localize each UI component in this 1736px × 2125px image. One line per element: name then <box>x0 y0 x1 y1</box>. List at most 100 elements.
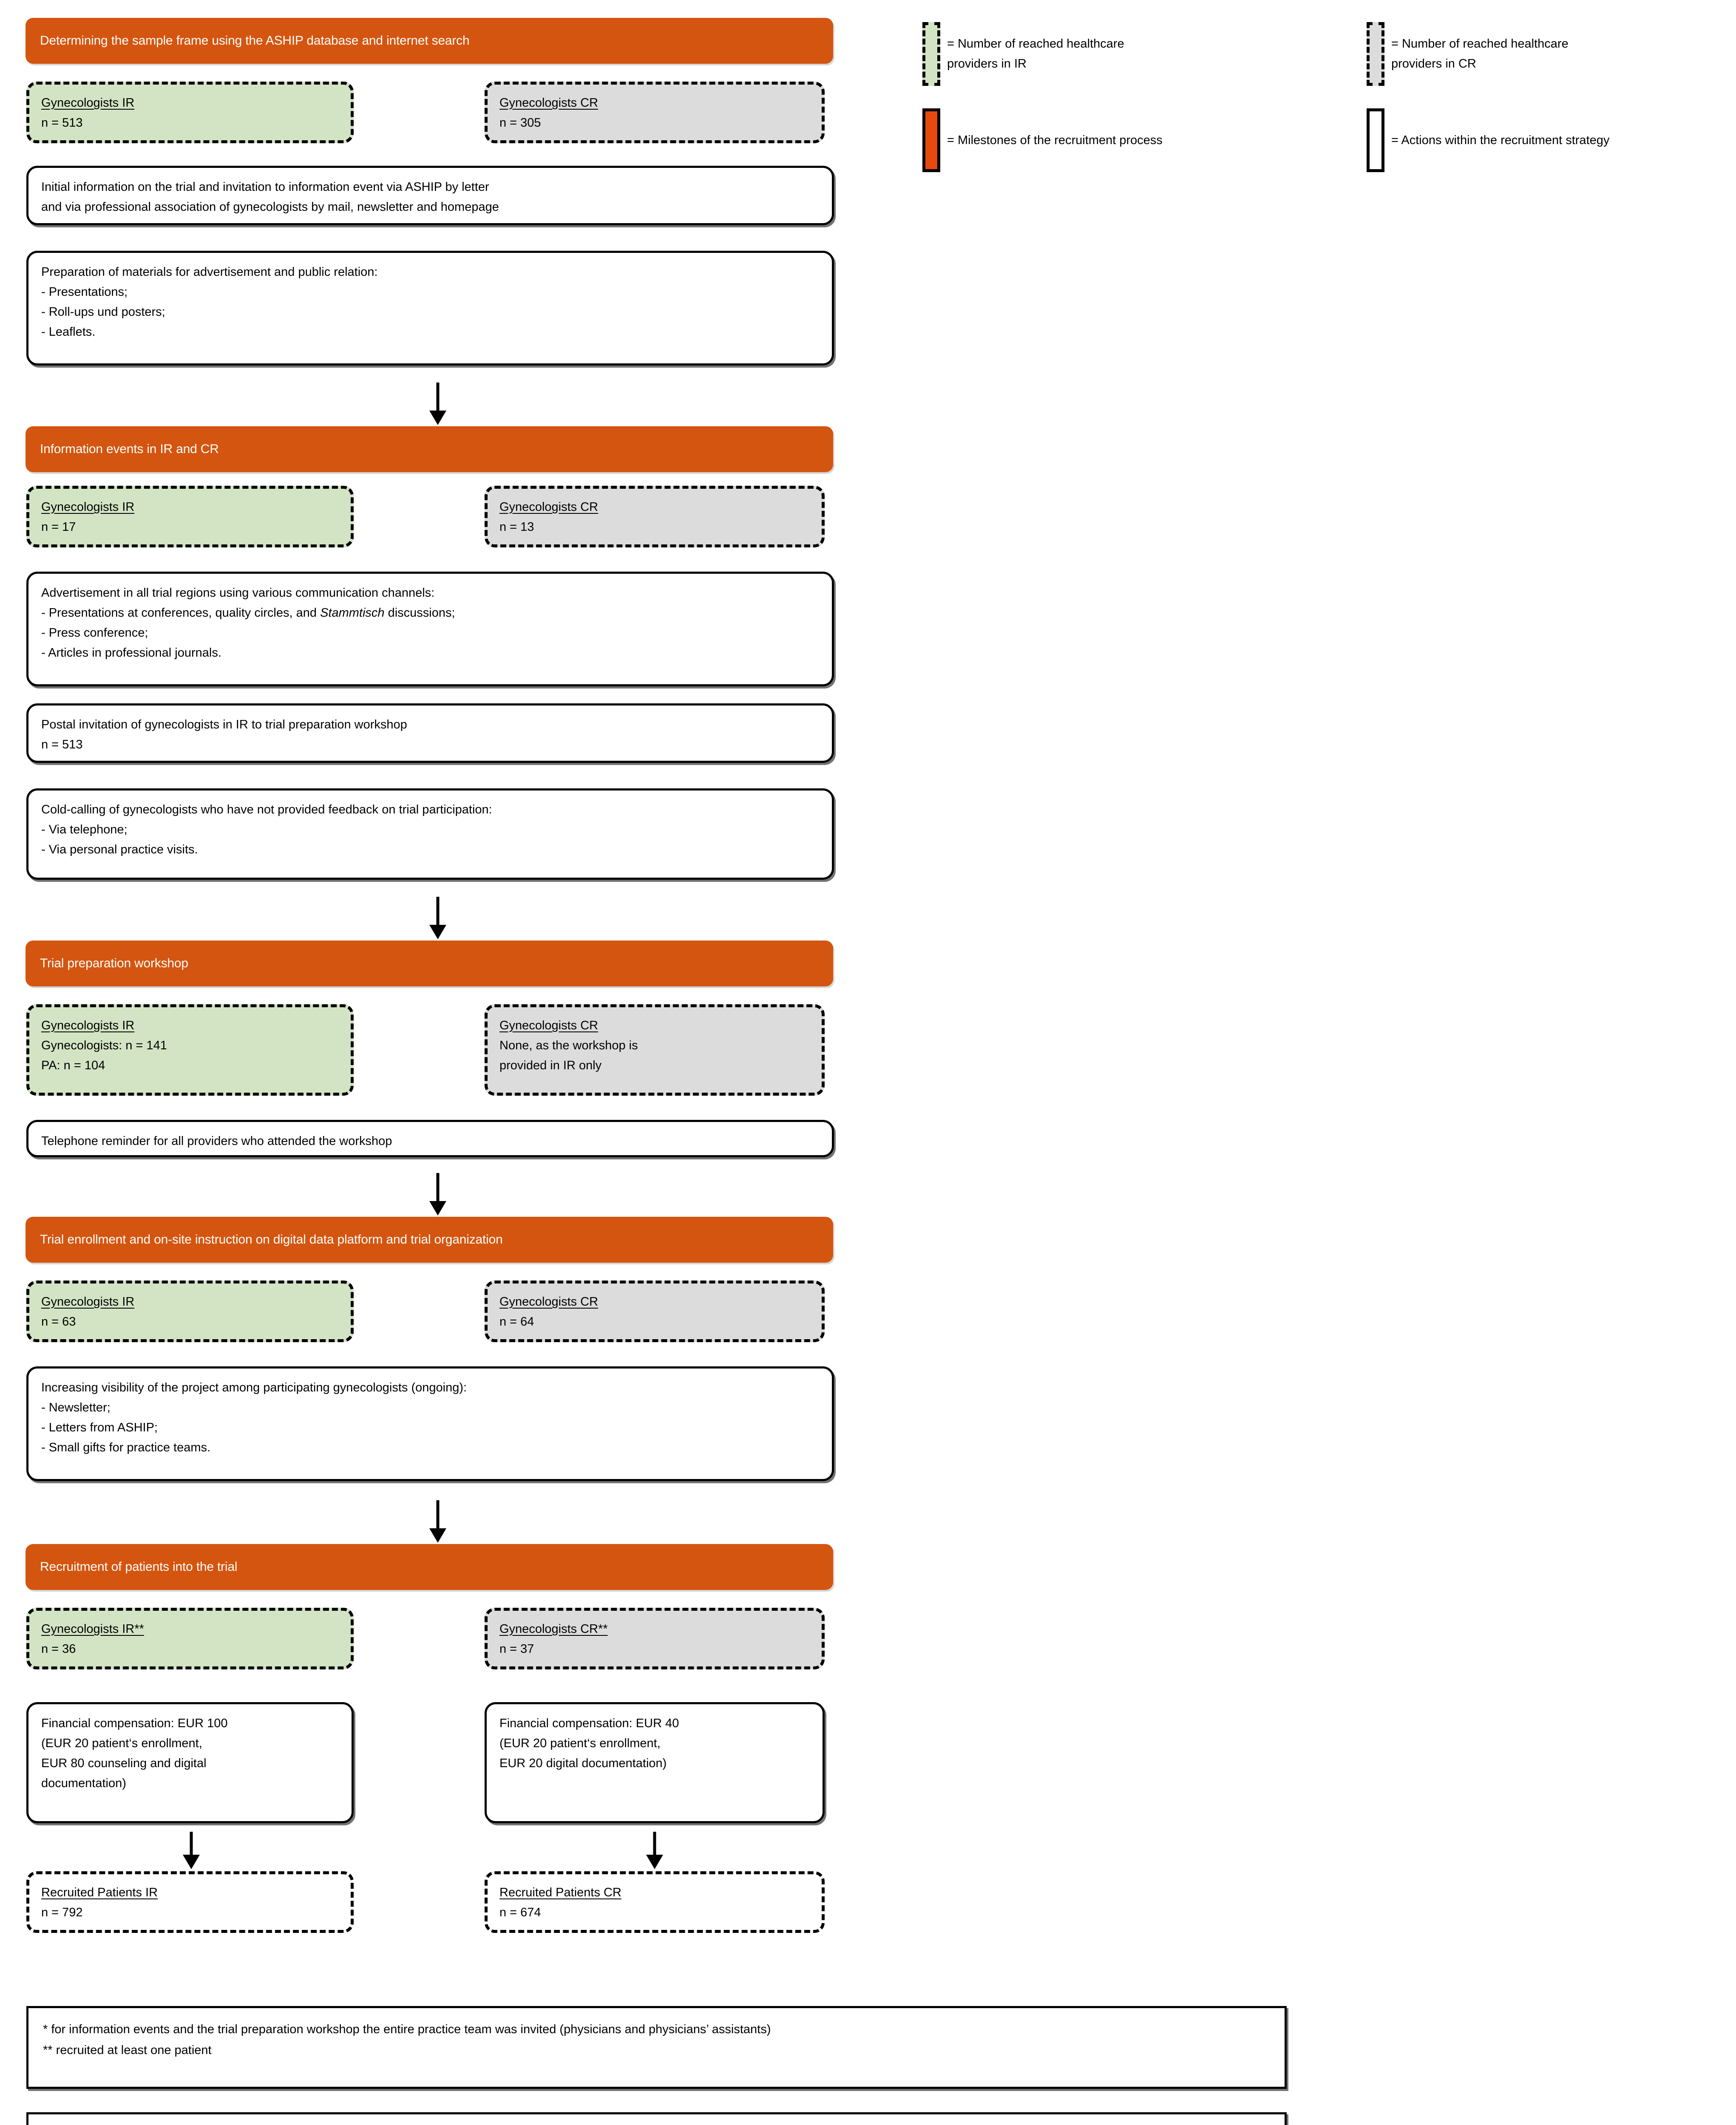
milestone-label: Information events in IR and CR <box>40 442 219 456</box>
action-line: Postal invitation of gynecologists in IR… <box>41 718 407 731</box>
action-line: - Roll-ups und posters; <box>41 305 165 319</box>
legend-swatch-dashed-green <box>922 22 940 86</box>
action-line: EUR 20 digital documentation) <box>499 1756 667 1770</box>
action-lines: Cold-calling of gynecologists who have n… <box>41 800 819 860</box>
reached-box-gynecologists-ir-1: Gynecologists IR n = 513 <box>26 82 354 143</box>
milestone-label: Trial preparation workshop <box>40 956 188 970</box>
action-line: - Letters from ASHIP; <box>41 1420 158 1434</box>
action-line: Advertisement in all trial regions using… <box>41 586 435 600</box>
reached-header: Recruited Patients CR <box>499 1886 621 1899</box>
arrow-down-4 <box>425 1500 451 1543</box>
milestone-recruitment-of-patients: Recruitment of patients into the trial <box>26 1544 833 1590</box>
action-line-part: - Presentations at conferences, quality … <box>41 606 321 620</box>
reached-value: n = 305 <box>499 116 541 130</box>
action-line: and via professional association of gyne… <box>41 200 499 214</box>
legend-item-cr: = Number of reached healthcare providers… <box>1367 22 1732 86</box>
reached-header: Gynecologists CR <box>499 1019 599 1032</box>
action-line: Financial compensation: EUR 40 <box>499 1717 679 1730</box>
reached-value: n = 63 <box>41 1315 76 1329</box>
milestone-information-events: Information events in IR and CR <box>26 426 833 472</box>
arrow-down-3 <box>425 1173 451 1216</box>
action-lines: Financial compensation: EUR 40 (EUR 20 p… <box>499 1714 810 1774</box>
milestone-trial-preparation-workshop: Trial preparation workshop <box>26 941 833 986</box>
action-line: Telephone reminder for all providers who… <box>41 1134 392 1148</box>
reached-header: Gynecologists IR <box>41 96 135 110</box>
action-financial-compensation-ir: Financial compensation: EUR 100 (EUR 20 … <box>26 1702 354 1823</box>
reached-header: Gynecologists CR <box>499 1295 599 1309</box>
action-cold-calling: Cold-calling of gynecologists who have n… <box>26 788 834 880</box>
legend-item-ir: = Number of reached healthcare providers… <box>922 22 1271 86</box>
reached-value: n = 37 <box>499 1642 534 1656</box>
footnote-line: * for information events and the trial p… <box>43 2023 771 2036</box>
action-telephone-reminder: Telephone reminder for all providers who… <box>26 1120 834 1157</box>
reached-box-gynecologists-ir-3: Gynecologists IR Gynecologists: n = 141 … <box>26 1004 354 1096</box>
reached-box-recruited-patients-cr: Recruited Patients CR n = 674 <box>485 1871 825 1933</box>
reached-value: Gynecologists: n = 141 <box>41 1038 167 1052</box>
action-line: - Newsletter; <box>41 1400 111 1414</box>
reached-value: PA: n = 104 <box>41 1058 105 1072</box>
action-line: - Via telephone; <box>41 822 128 836</box>
reached-value: n = 36 <box>41 1642 76 1656</box>
action-line: Increasing visibility of the project amo… <box>41 1381 467 1394</box>
action-line-part: discussions; <box>384 606 455 620</box>
reached-header: Gynecologists CR** <box>499 1622 608 1636</box>
action-line: (EUR 20 patient‘s enrollment, <box>41 1736 202 1750</box>
reached-box-gynecologists-ir-5: Gynecologists IR** n = 36 <box>26 1608 354 1669</box>
legend-item-milestone: = Milestones of the recruitment process <box>922 108 1339 172</box>
action-initial-information: Initial information on the trial and inv… <box>26 166 834 225</box>
legend-label-action: = Actions within the recruitment strateg… <box>1391 133 1610 147</box>
reached-header: Gynecologists IR <box>41 1295 135 1309</box>
action-financial-compensation-cr: Financial compensation: EUR 40 (EUR 20 p… <box>485 1702 825 1823</box>
reached-value: n = 17 <box>41 520 76 534</box>
legend-item-action: = Actions within the recruitment strateg… <box>1367 108 1736 172</box>
reached-header: Gynecologists IR <box>41 1019 135 1032</box>
action-line: - Presentations; <box>41 285 128 299</box>
action-postal-invitation: Postal invitation of gynecologists in IR… <box>26 703 834 763</box>
reached-value: n = 792 <box>41 1905 83 1919</box>
milestone-label: Determining the sample frame using the A… <box>40 34 470 48</box>
reached-header: Recruited Patients IR <box>41 1886 158 1899</box>
action-advertisement-channels: Advertisement in all trial regions using… <box>26 572 834 686</box>
legend-label-milestone: = Milestones of the recruitment process <box>947 133 1163 147</box>
reached-value: n = 13 <box>499 520 534 534</box>
action-line: - Small gifts for practice teams. <box>41 1440 211 1454</box>
reached-value: provided in IR only <box>499 1058 602 1072</box>
milestone-sample-frame: Determining the sample frame using the A… <box>26 18 833 64</box>
action-line: - Leaflets. <box>41 325 96 339</box>
legend-label-cr: = Number of reached healthcare providers… <box>1391 37 1569 71</box>
footnotes-panel: * for information events and the trial p… <box>26 2006 1287 2089</box>
arrow-down-ir <box>179 1832 204 1869</box>
legend-label-ir: = Number of reached healthcare providers… <box>947 37 1124 71</box>
reached-box-gynecologists-cr-1: Gynecologists CR n = 305 <box>485 82 825 143</box>
action-lines: Increasing visibility of the project amo… <box>41 1378 819 1458</box>
action-line: EUR 80 counseling and digital <box>41 1756 207 1770</box>
reached-header: Gynecologists IR** <box>41 1622 144 1636</box>
action-lines: Advertisement in all trial regions using… <box>41 583 819 663</box>
reached-box-recruited-patients-ir: Recruited Patients IR n = 792 <box>26 1871 354 1933</box>
abbreviations-panel: Abbreviations IR – intervention region C… <box>26 2112 1287 2125</box>
milestone-label: Trial enrollment and on-site instruction… <box>40 1232 503 1247</box>
reached-header: Gynecologists IR <box>41 500 135 514</box>
action-lines: Postal invitation of gynecologists in IR… <box>41 715 819 755</box>
reached-value: None, as the workshop is <box>499 1038 638 1052</box>
action-line: documentation) <box>41 1776 126 1790</box>
reached-box-gynecologists-ir-2: Gynecologists IR n = 17 <box>26 486 354 547</box>
action-line: Initial information on the trial and inv… <box>41 180 489 194</box>
action-line: Preparation of materials for advertiseme… <box>41 265 378 279</box>
footnote-line: ** recruited at least one patient <box>43 2043 212 2057</box>
action-line: - Presentations at conferences, quality … <box>41 603 819 623</box>
action-line-emphasis: Stammtisch <box>320 606 385 620</box>
action-line: - Via personal practice visits. <box>41 842 198 856</box>
arrow-down-2 <box>425 897 451 939</box>
action-line: (EUR 20 patient‘s enrollment, <box>499 1736 661 1750</box>
legend-swatch-solid-white <box>1367 108 1384 172</box>
reached-value: n = 674 <box>499 1905 541 1919</box>
arrow-down-1 <box>425 382 451 425</box>
reached-header: Gynecologists CR <box>499 96 599 110</box>
action-line: n = 513 <box>41 737 83 751</box>
milestone-label: Recruitment of patients into the trial <box>40 1560 238 1574</box>
action-increasing-visibility: Increasing visibility of the project amo… <box>26 1366 834 1481</box>
action-line: - Articles in professional journals. <box>41 646 221 660</box>
action-line: Financial compensation: EUR 100 <box>41 1717 228 1730</box>
